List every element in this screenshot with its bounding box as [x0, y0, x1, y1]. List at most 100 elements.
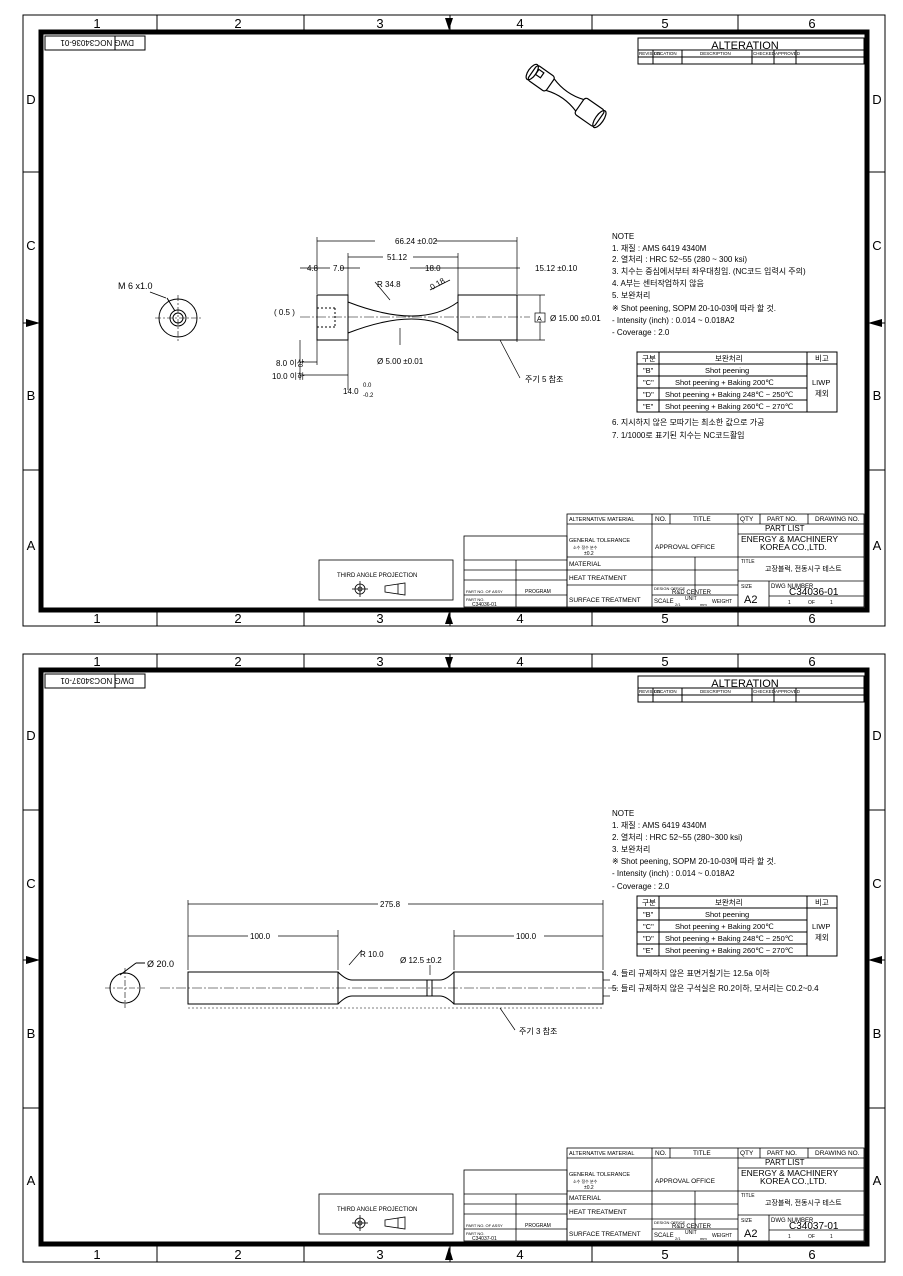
- zone-col-5-bottom: 5: [661, 611, 668, 626]
- svg-text:Shot peening: Shot peening: [705, 910, 749, 919]
- zone-row-c-right: C: [872, 876, 881, 891]
- zone-col-2: 2: [234, 654, 241, 669]
- svg-text:ALTERATION: ALTERATION: [711, 678, 778, 690]
- svg-text:Ø 5.00 ±0.01: Ø 5.00 ±0.01: [377, 357, 424, 366]
- svg-text:1. 재질 : AMS 6419 4340M: 1. 재질 : AMS 6419 4340M: [612, 244, 707, 253]
- svg-text:소수 정수 분수: 소수 정수 분수: [573, 1178, 598, 1184]
- svg-text:C34036-01: C34036-01: [60, 38, 100, 47]
- svg-text:소수 정수 분수: 소수 정수 분수: [573, 544, 598, 550]
- svg-text:보완처리: 보완처리: [715, 354, 743, 363]
- svg-text:LOCATION: LOCATION: [654, 689, 677, 694]
- svg-text:SURFACE TREATMENT: SURFACE TREATMENT: [569, 1231, 641, 1238]
- svg-text:15.12 ±0.10: 15.12 ±0.10: [535, 264, 578, 273]
- svg-text:1: 1: [788, 1234, 791, 1240]
- svg-text:"C": "C": [643, 922, 654, 931]
- zone-row-a: A: [27, 538, 36, 553]
- svg-text:51.12: 51.12: [387, 253, 408, 262]
- notes-after: 4. 들리 규제하지 않은 표면거칠기는 12.5a 이하 5. 들리 규제하지…: [612, 968, 819, 993]
- center-arrow-right: [868, 956, 882, 964]
- svg-text:고장블럭, 전동시구 테스트: 고장블럭, 전동시구 테스트: [765, 1198, 842, 1207]
- svg-text:NO.: NO.: [655, 516, 667, 523]
- svg-text:5. 보완처리: 5. 보완처리: [612, 291, 650, 300]
- svg-text:"B": "B": [643, 910, 654, 919]
- notes-block: NOTE 1. 재질 : AMS 6419 4340M 2. 열처리 : HRC…: [612, 809, 776, 891]
- svg-text:주기 5 참조: 주기 5 참조: [525, 374, 563, 384]
- svg-text:±0.2: ±0.2: [584, 551, 594, 557]
- svg-text:CHECKED: CHECKED: [753, 689, 776, 694]
- svg-text:NO.: NO.: [655, 1150, 667, 1157]
- isometric-specimen-view: [525, 63, 607, 129]
- svg-text:보완처리: 보완처리: [715, 898, 743, 907]
- svg-text:DWG NO: DWG NO: [100, 38, 134, 47]
- svg-text:SCALE: SCALE: [654, 1233, 674, 1239]
- svg-text:-0.2: -0.2: [363, 393, 374, 399]
- svg-text:- Coverage : 2.0: - Coverage : 2.0: [612, 328, 670, 337]
- zone-col-4-bottom: 4: [516, 611, 523, 626]
- svg-text:ALTERNATIVE MATERIAL: ALTERNATIVE MATERIAL: [569, 1151, 634, 1157]
- svg-text:PART NO.: PART NO.: [466, 597, 484, 602]
- svg-text:PROGRAM: PROGRAM: [525, 589, 551, 595]
- svg-text:WEIGHT: WEIGHT: [712, 1233, 732, 1239]
- svg-text:0.18: 0.18: [429, 276, 447, 292]
- svg-text:2. 열처리 : HRC 52~55 (280~300 ks: 2. 열처리 : HRC 52~55 (280~300 ksi): [612, 833, 743, 842]
- svg-text:1. 재질 : AMS 6419 4340M: 1. 재질 : AMS 6419 4340M: [612, 821, 707, 830]
- zone-row-c: C: [26, 876, 35, 891]
- svg-text:REVISION: REVISION: [639, 689, 661, 694]
- svg-text:18.0: 18.0: [425, 264, 441, 273]
- svg-text:2/1: 2/1: [675, 1236, 681, 1241]
- process-table: 구분 보완처리 비고 "B" Shot peening "C" Shot pee…: [636, 895, 838, 957]
- zone-col-1-bottom: 1: [93, 1247, 100, 1262]
- zone-col-6-bottom: 6: [808, 1247, 815, 1262]
- svg-text:GENERAL TOLERANCE: GENERAL TOLERANCE: [569, 1172, 630, 1178]
- svg-text:"B": "B": [643, 366, 654, 375]
- zone-col-3: 3: [376, 16, 383, 31]
- svg-text:MATERIAL: MATERIAL: [569, 1195, 601, 1202]
- zone-col-4: 4: [516, 16, 523, 31]
- svg-text:ENERGY & MACHINERY: ENERGY & MACHINERY: [741, 534, 838, 544]
- title-block: [318, 1147, 865, 1242]
- svg-text:Ø 12.5 ±0.2: Ø 12.5 ±0.2: [400, 956, 442, 965]
- center-arrow-left: [26, 956, 40, 964]
- svg-text:PART NO.: PART NO.: [767, 1150, 797, 1157]
- svg-text:Shot peening: Shot peening: [705, 366, 749, 375]
- svg-text:8.0 이상: 8.0 이상: [276, 358, 305, 368]
- center-arrow-top: [445, 657, 453, 669]
- svg-text:NOTE: NOTE: [612, 809, 634, 818]
- notes-after: 6. 지시하지 않은 모따기는 최소한 값으로 가공 7. 1/1000로 표기…: [612, 417, 765, 440]
- svg-text:NOTE: NOTE: [612, 232, 634, 241]
- svg-text:APPROVED: APPROVED: [775, 51, 801, 56]
- zone-col-4-bottom: 4: [516, 1247, 523, 1262]
- svg-text:제외: 제외: [815, 932, 829, 942]
- zone-col-6: 6: [808, 16, 815, 31]
- zone-row-b: B: [27, 388, 36, 403]
- sheet-inner-border: [38, 667, 870, 1247]
- svg-text:1: 1: [830, 1234, 833, 1240]
- svg-text:1: 1: [788, 600, 791, 606]
- svg-text:66.24 ±0.02: 66.24 ±0.02: [395, 237, 438, 246]
- svg-text:"E": "E": [643, 402, 654, 411]
- svg-text:Shot peening + Baking 200℃: Shot peening + Baking 200℃: [675, 378, 774, 387]
- zone-col-3-bottom: 3: [376, 1247, 383, 1262]
- svg-text:C34036-01: C34036-01: [789, 587, 839, 598]
- zone-col-6-bottom: 6: [808, 611, 815, 626]
- end-view-circle: [105, 962, 145, 1008]
- zone-row-b-right: B: [873, 1026, 882, 1041]
- svg-text:REVISION: REVISION: [639, 51, 661, 56]
- svg-text:DRAWING NO.: DRAWING NO.: [815, 516, 860, 523]
- zone-row-b: B: [27, 1026, 36, 1041]
- process-table: 구분 보완처리 비고 "B" Shot peening "C" Shot pee…: [636, 351, 838, 413]
- svg-text:CHECKED: CHECKED: [753, 51, 776, 56]
- svg-text:"C": "C": [643, 378, 654, 387]
- dwg-no-box-flipped: DWG NO C34037-01: [44, 673, 146, 689]
- svg-text:DWG NUMBER: DWG NUMBER: [771, 1218, 814, 1224]
- svg-text:구분: 구분: [642, 354, 656, 363]
- dwg-no-box-flipped: DWG NO C34036-01: [44, 35, 146, 51]
- svg-text:UNIT: UNIT: [685, 1230, 697, 1236]
- specimen-side-view: [160, 971, 620, 1009]
- svg-text:- Coverage : 2.0: - Coverage : 2.0: [612, 882, 670, 891]
- svg-text:ENERGY & MACHINERY: ENERGY & MACHINERY: [741, 1168, 838, 1178]
- zone-col-2-bottom: 2: [234, 1247, 241, 1262]
- zone-row-c-right: C: [872, 238, 881, 253]
- svg-text:PART NO. OF ASSY: PART NO. OF ASSY: [466, 589, 503, 594]
